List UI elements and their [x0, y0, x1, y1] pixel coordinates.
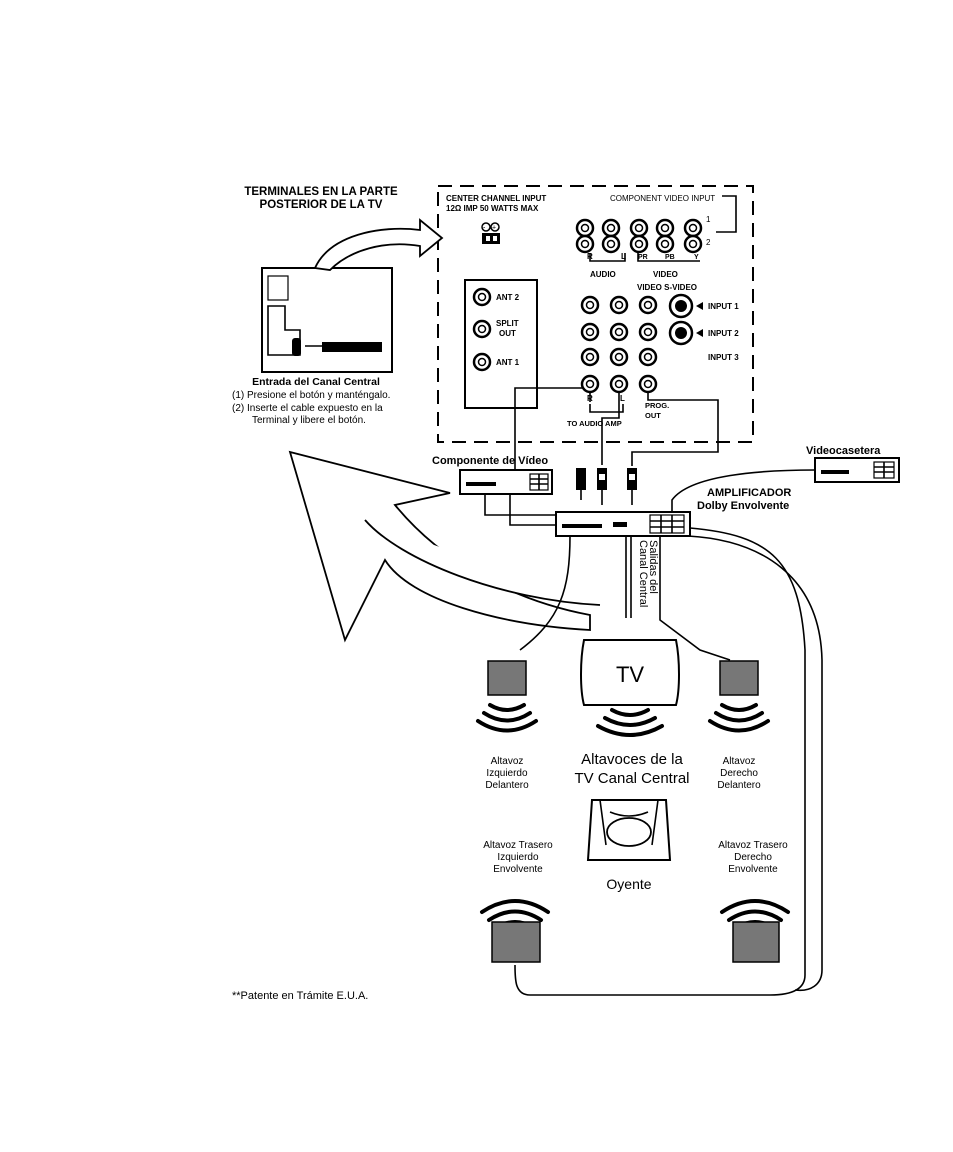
sound-waves-front	[476, 703, 770, 737]
front-left-label-1: Altavoz	[491, 756, 524, 767]
audio-bracket	[589, 253, 626, 262]
ant1-jack[interactable]	[472, 352, 492, 372]
center-channel-cables	[625, 536, 731, 661]
cable-component-amp	[484, 494, 556, 516]
rear-right-label-2: Derecho	[734, 852, 772, 863]
vcr-device	[814, 457, 900, 483]
s-video-jacks[interactable]	[668, 293, 694, 346]
audio-l-label: L	[621, 252, 626, 261]
audio-out-bracket	[589, 404, 624, 413]
svg-text:+: +	[492, 225, 496, 232]
input-1-label: INPUT 1	[708, 302, 739, 311]
input-jacks[interactable]	[580, 295, 658, 367]
row-1-label: 1	[706, 215, 711, 224]
amplifier-device	[555, 511, 691, 537]
front-left-speaker	[487, 660, 527, 696]
component-video-device	[459, 469, 553, 495]
split-out-jack[interactable]	[472, 319, 492, 339]
cable-prog	[631, 392, 719, 466]
tv-unit	[580, 639, 680, 706]
cable-r	[514, 387, 591, 480]
cable-component-amp-2	[509, 494, 556, 526]
front-right-speaker	[719, 660, 759, 696]
tv-label: TV	[616, 662, 644, 687]
rear-left-label-3: Envolvente	[493, 864, 543, 875]
to-audio-amp-label: TO AUDIO AMP	[567, 419, 622, 428]
rear-right-label-1: Altavoz Trasero	[718, 840, 788, 851]
row-2-label: 2	[706, 238, 711, 247]
video-label: VIDEO	[653, 270, 678, 279]
ant2-label: ANT 2	[496, 293, 520, 302]
y-label: Y	[694, 254, 699, 261]
center-channel-input-label: CENTER CHANNEL INPUT	[446, 194, 546, 203]
split-label: SPLIT	[496, 319, 519, 328]
cable-l	[601, 392, 620, 465]
cable-vcr-amp	[671, 469, 816, 512]
video-bracket	[637, 253, 700, 262]
instructions-step-1: (1) Presione el botón y manténgalo.	[232, 390, 390, 401]
amplifier-label: AMPLIFICADOR	[707, 487, 791, 499]
tv-center-label-2: TV Canal Central	[574, 770, 689, 787]
big-arrow-inner	[364, 519, 601, 606]
instructions-title: Entrada del Canal Central	[252, 376, 380, 388]
prog-out-label: OUT	[645, 411, 661, 420]
ant1-label: ANT 1	[496, 358, 520, 367]
instructions-step-2a: (2) Inserte el cable expuesto en la	[232, 403, 383, 414]
listener-label: Oyente	[606, 876, 651, 892]
tv-rear-panel	[437, 185, 754, 443]
center-channel-impedance-label: 12Ω IMP 50 WATTS MAX	[446, 204, 539, 213]
tv-center-label-1: Altavoces de la	[581, 751, 683, 768]
component-bracket	[716, 195, 737, 233]
out-label: OUT	[499, 329, 516, 338]
rear-left-label-2: Izquierdo	[497, 852, 539, 863]
audio-out-jacks[interactable]	[580, 374, 658, 394]
center-outputs-label-1: Salidas del	[647, 540, 659, 594]
rear-right-label-3: Envolvente	[728, 864, 778, 875]
cable-rear-left	[514, 527, 806, 996]
front-right-label-3: Delantero	[717, 780, 761, 791]
rear-left-speaker	[491, 921, 541, 963]
input-2-label: INPUT 2	[708, 329, 739, 338]
ant2-jack[interactable]	[472, 287, 492, 307]
audio-r-label: R	[587, 252, 593, 261]
pr-label: PR	[638, 254, 648, 261]
instructions-step-2b: Terminal y libere el botón.	[252, 415, 366, 426]
out-l-label: L	[620, 394, 625, 403]
vcr-label: Videocasetera	[806, 445, 881, 457]
svg-text:-: -	[483, 225, 486, 232]
audio-label: AUDIO	[590, 270, 616, 279]
prog-label: PROG.	[645, 401, 669, 410]
pb-label: PB	[665, 254, 675, 261]
insertion-illustration	[261, 267, 393, 373]
rear-left-label-1: Altavoz Trasero	[483, 840, 553, 851]
tv-back-heading-1: TERMINALES EN LA PARTE	[244, 186, 398, 198]
listener-chair	[586, 799, 672, 861]
rear-right-speaker	[732, 921, 780, 963]
cable-rear-right	[687, 535, 823, 992]
arrow-to-terminal	[313, 218, 444, 271]
front-left-label-3: Delantero	[485, 780, 529, 791]
rca-plugs	[576, 468, 637, 505]
tv-back-heading-2: POSTERIOR DE LA TV	[260, 199, 383, 211]
front-right-label-1: Altavoz	[723, 756, 756, 767]
component-video-input-label: COMPONENT VIDEO INPUT	[610, 194, 715, 203]
cable-front-left	[519, 535, 571, 651]
center-channel-terminal[interactable]: -+	[481, 222, 500, 244]
front-right-label-2: Derecho	[720, 768, 758, 779]
amplifier-sublabel: Dolby Envolvente	[697, 500, 789, 512]
component-video-jacks[interactable]	[575, 218, 703, 254]
front-left-label-2: Izquierdo	[486, 768, 528, 779]
component-video-label: Componente de Vídeo	[432, 455, 548, 467]
input-3-label: INPUT 3	[708, 353, 739, 362]
center-outputs-label-2: Canal Central	[637, 540, 649, 607]
patent-footnote: **Patente en Trámite E.U.A.	[232, 990, 368, 1002]
video-svideo-label: VIDEO S-VIDEO	[637, 283, 697, 292]
